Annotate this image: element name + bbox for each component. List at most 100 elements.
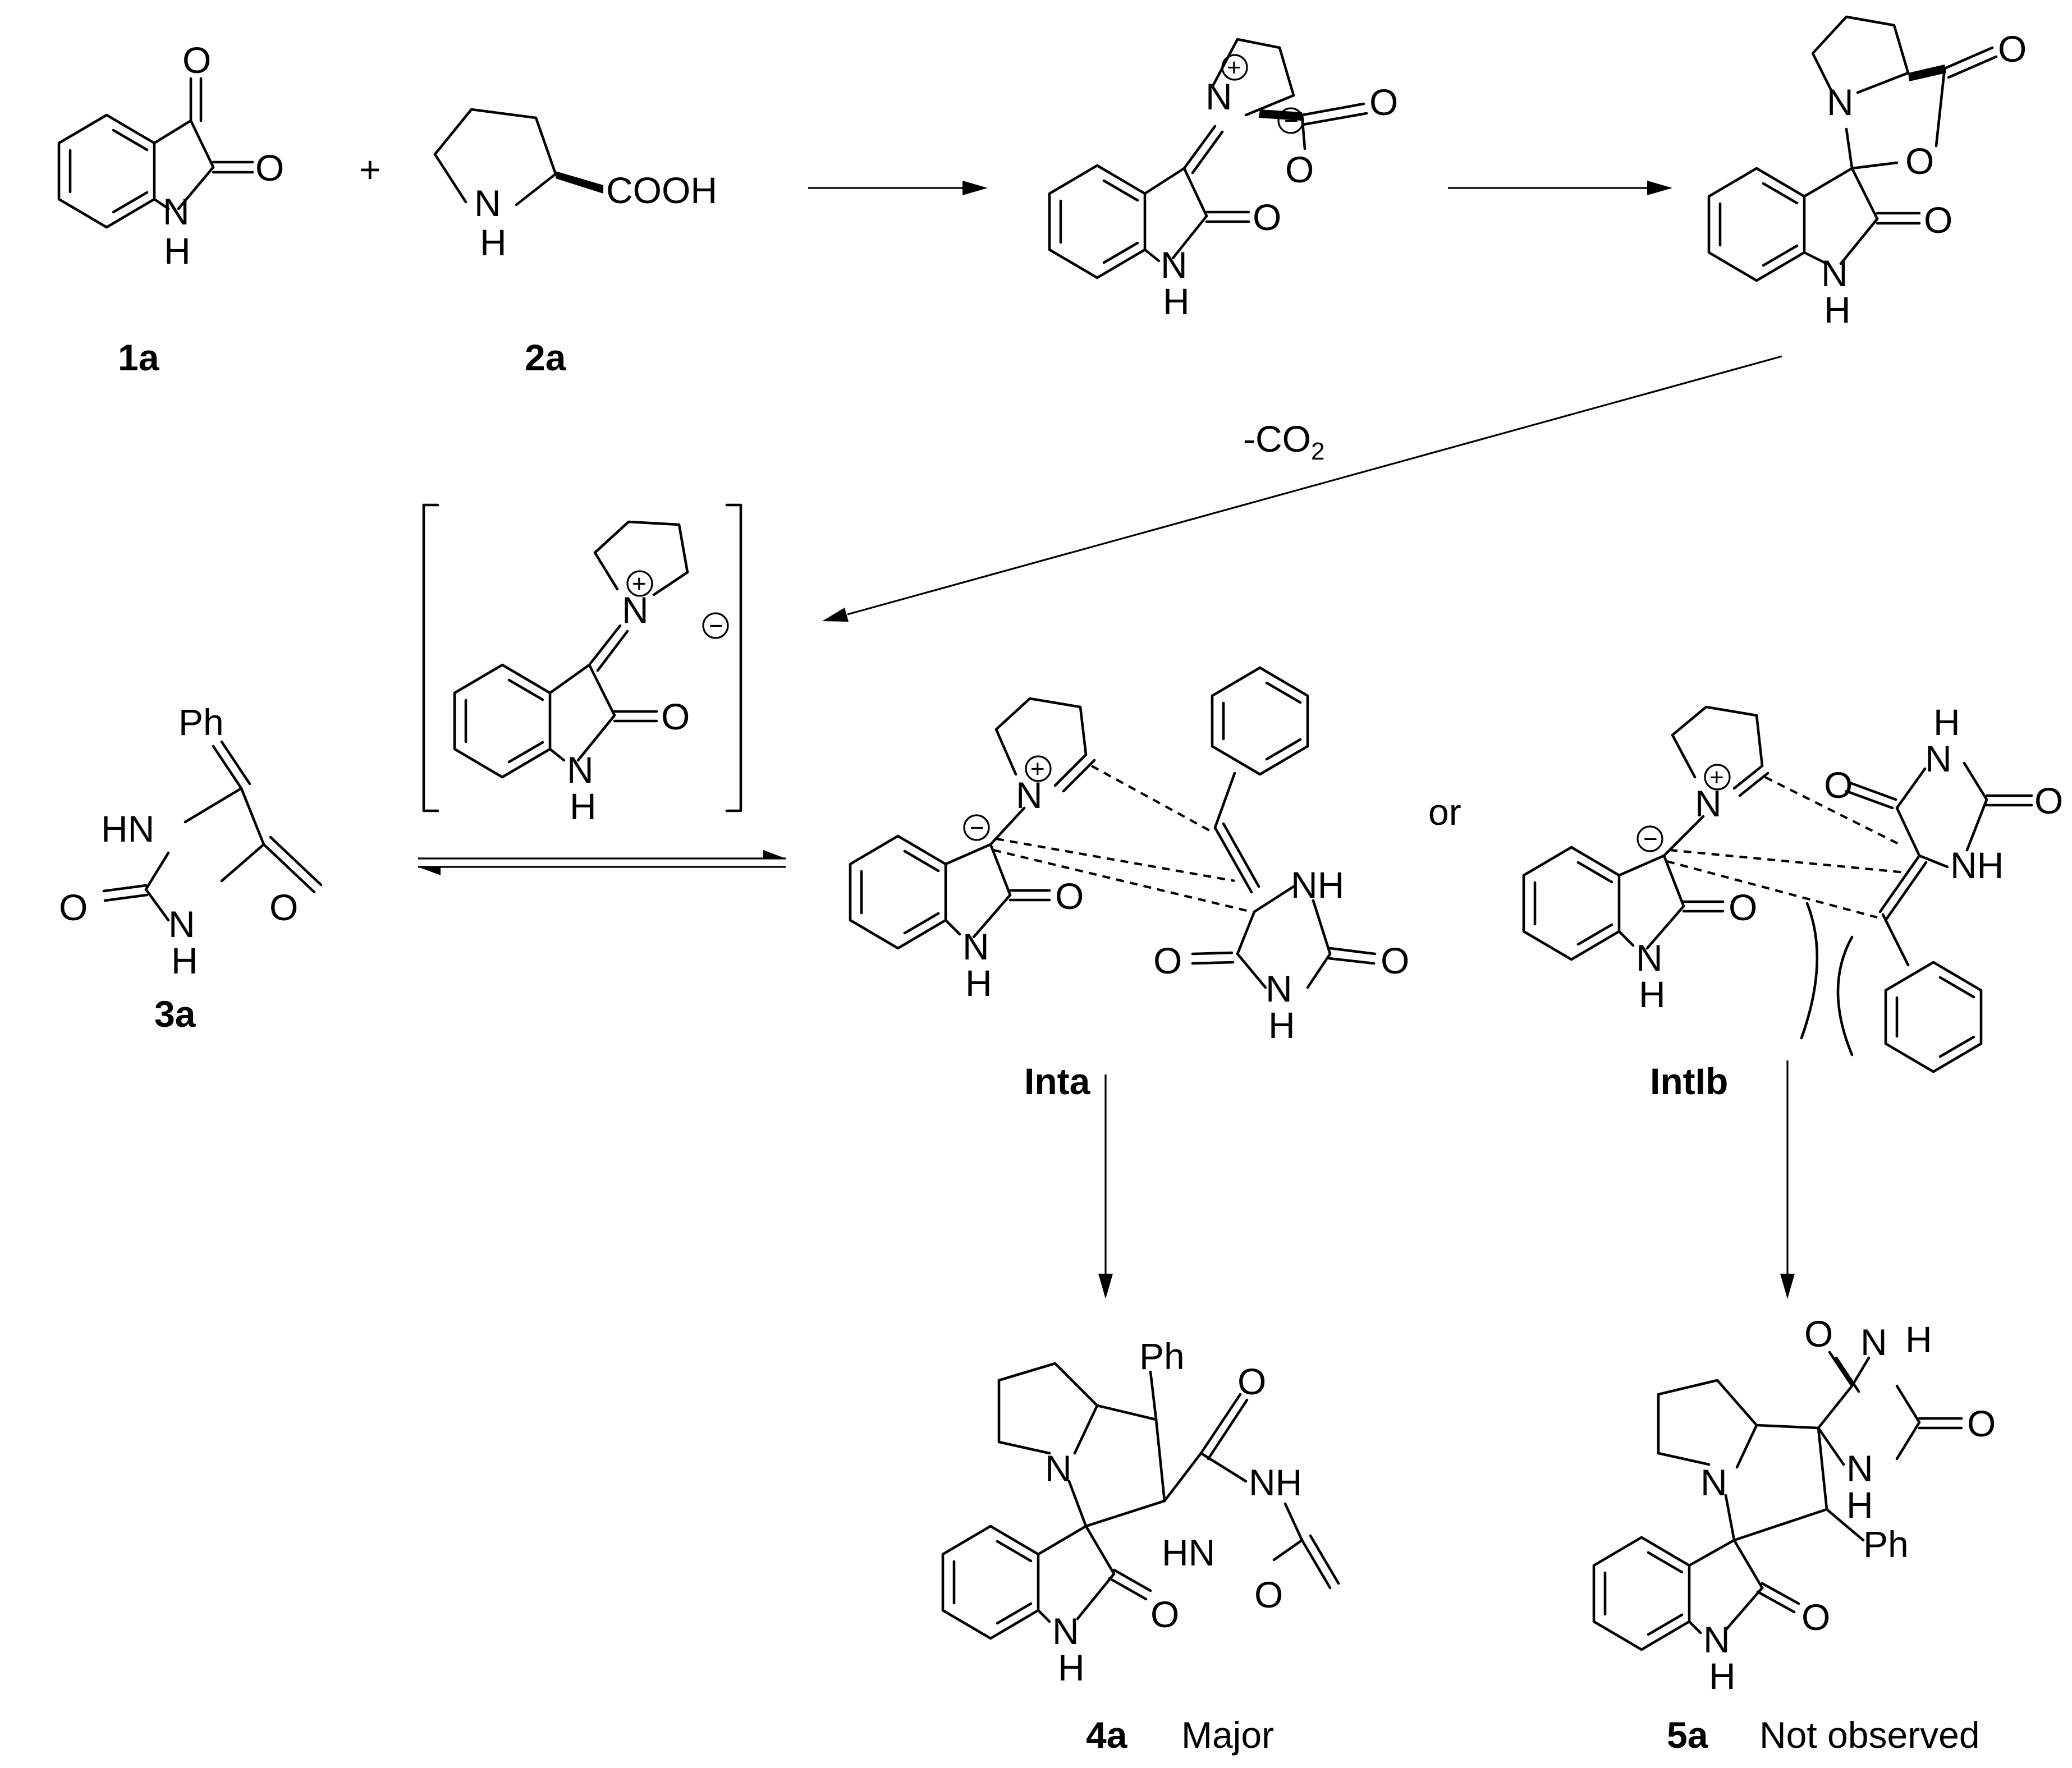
charge-minus: −	[709, 612, 723, 640]
structure-3a	[102, 740, 323, 922]
atom-ph: Ph	[1139, 1335, 1185, 1377]
atom-o: O	[59, 887, 88, 928]
atom-o: O	[1924, 199, 1952, 241]
atom-n: N	[1821, 252, 1848, 294]
atom-n: N	[1700, 1462, 1727, 1503]
atom-h: H	[1905, 1319, 1932, 1360]
atom-o: O	[182, 39, 211, 81]
label-5a: 5a	[1667, 1714, 1709, 1756]
label-4a: 4a	[1086, 1714, 1128, 1756]
atom-h: H	[570, 786, 597, 827]
atom-o: O	[1824, 764, 1853, 806]
atom-h: H	[1933, 701, 1960, 743]
atom-o: O	[1801, 1596, 1830, 1638]
atom-o: O	[1998, 28, 2027, 70]
atom-n: N	[1205, 76, 1232, 117]
atom-o: O	[1055, 875, 1084, 917]
atom-nh: NH	[1291, 864, 1344, 906]
atom-n: N	[567, 749, 594, 791]
atom-h: H	[1058, 1647, 1085, 1688]
atom-h: H	[1709, 1655, 1736, 1697]
atom-nh: NH	[1950, 844, 2004, 886]
arrow-to-5a	[1780, 1060, 1795, 1299]
charge-minus: −	[1643, 825, 1658, 853]
atom-h: H	[1846, 1484, 1873, 1526]
arrow-decarboxylation	[822, 355, 1782, 622]
major-label: Major	[1181, 1714, 1274, 1756]
atom-n: N	[1925, 738, 1952, 779]
label-intib: IntIb	[1650, 1060, 1728, 1102]
atom-o: O	[1237, 1361, 1266, 1402]
atom-n: N	[1860, 1321, 1887, 1363]
atom-hn: HN	[1162, 1532, 1215, 1573]
atom-h: H	[1268, 1004, 1295, 1046]
atom-n: N	[1052, 1610, 1079, 1652]
structure-inta	[849, 666, 1377, 989]
atom-h: H	[1163, 281, 1190, 322]
atom-hn: HN	[101, 808, 154, 849]
charge-plus: +	[1709, 764, 1724, 791]
or-label: or	[1428, 791, 1461, 833]
atom-h: H	[1824, 289, 1851, 330]
atom-ph: Ph	[178, 701, 224, 743]
atom-n: N	[1266, 968, 1292, 1009]
structure-oxazolidinone	[1707, 15, 1998, 282]
structure-4a	[941, 1362, 1340, 1640]
atom-o: O	[2034, 780, 2063, 821]
charge-plus: +	[1227, 54, 1241, 81]
structure-intib	[1522, 705, 2033, 1073]
atom-o: O	[1905, 140, 1934, 182]
structure-2a	[433, 108, 603, 206]
atom-h: H	[965, 962, 992, 1004]
atom-o: O	[1804, 1313, 1833, 1354]
atom-n: N	[168, 903, 195, 945]
atom-cooh: COOH	[606, 169, 717, 211]
charge-plus: +	[632, 570, 647, 598]
atom-o: O	[1729, 887, 1757, 928]
atom-o: O	[1967, 1403, 1996, 1444]
atom-n: N	[163, 191, 190, 232]
atom-nh: NH	[1249, 1462, 1302, 1503]
atom-h: H	[1639, 973, 1666, 1015]
label-1a: 1a	[118, 337, 160, 378]
atom-n: N	[1846, 1448, 1873, 1489]
atom-h: H	[164, 230, 191, 272]
plus-sign: +	[359, 149, 381, 190]
atom-o: O	[1150, 1594, 1179, 1635]
atom-o: O	[1381, 940, 1409, 981]
arrow-1	[808, 181, 988, 195]
structure-iminium-carboxylate	[1048, 38, 1368, 279]
charge-plus: +	[1030, 755, 1045, 783]
atom-h: H	[171, 940, 198, 981]
charge-minus: −	[970, 814, 984, 842]
atom-ph: Ph	[1863, 1523, 1909, 1565]
atom-n: N	[1045, 1448, 1072, 1489]
atom-n: N	[1703, 1619, 1730, 1660]
atom-o: O	[269, 887, 298, 928]
structure-azomethine-ylide	[422, 503, 742, 812]
atom-o: O	[1369, 81, 1398, 123]
co2-loss-label: -CO2	[1243, 418, 1324, 465]
atom-o: O	[1254, 1574, 1283, 1615]
charge-minus: −	[1284, 107, 1299, 135]
label-3a: 3a	[154, 993, 196, 1035]
atom-n: N	[622, 589, 649, 631]
atom-o: O	[661, 696, 690, 737]
atom-n: N	[1636, 937, 1663, 979]
atom-n: N	[962, 926, 989, 967]
atom-n: N	[1161, 244, 1188, 286]
atom-h: H	[480, 222, 507, 263]
equilibrium-arrows	[418, 850, 786, 875]
atom-o: O	[1285, 149, 1314, 190]
arrow-to-4a	[1098, 1074, 1113, 1299]
label-inta: Inta	[1024, 1060, 1091, 1102]
atom-o: O	[255, 147, 284, 189]
arrow-2	[1448, 181, 1672, 195]
atom-o: O	[1153, 940, 1182, 981]
structure-1a	[57, 77, 254, 229]
atom-n: N	[1827, 81, 1854, 123]
atom-n: N	[474, 182, 501, 224]
label-2a: 2a	[525, 337, 567, 378]
not-observed-label: Not observed	[1759, 1714, 1980, 1756]
